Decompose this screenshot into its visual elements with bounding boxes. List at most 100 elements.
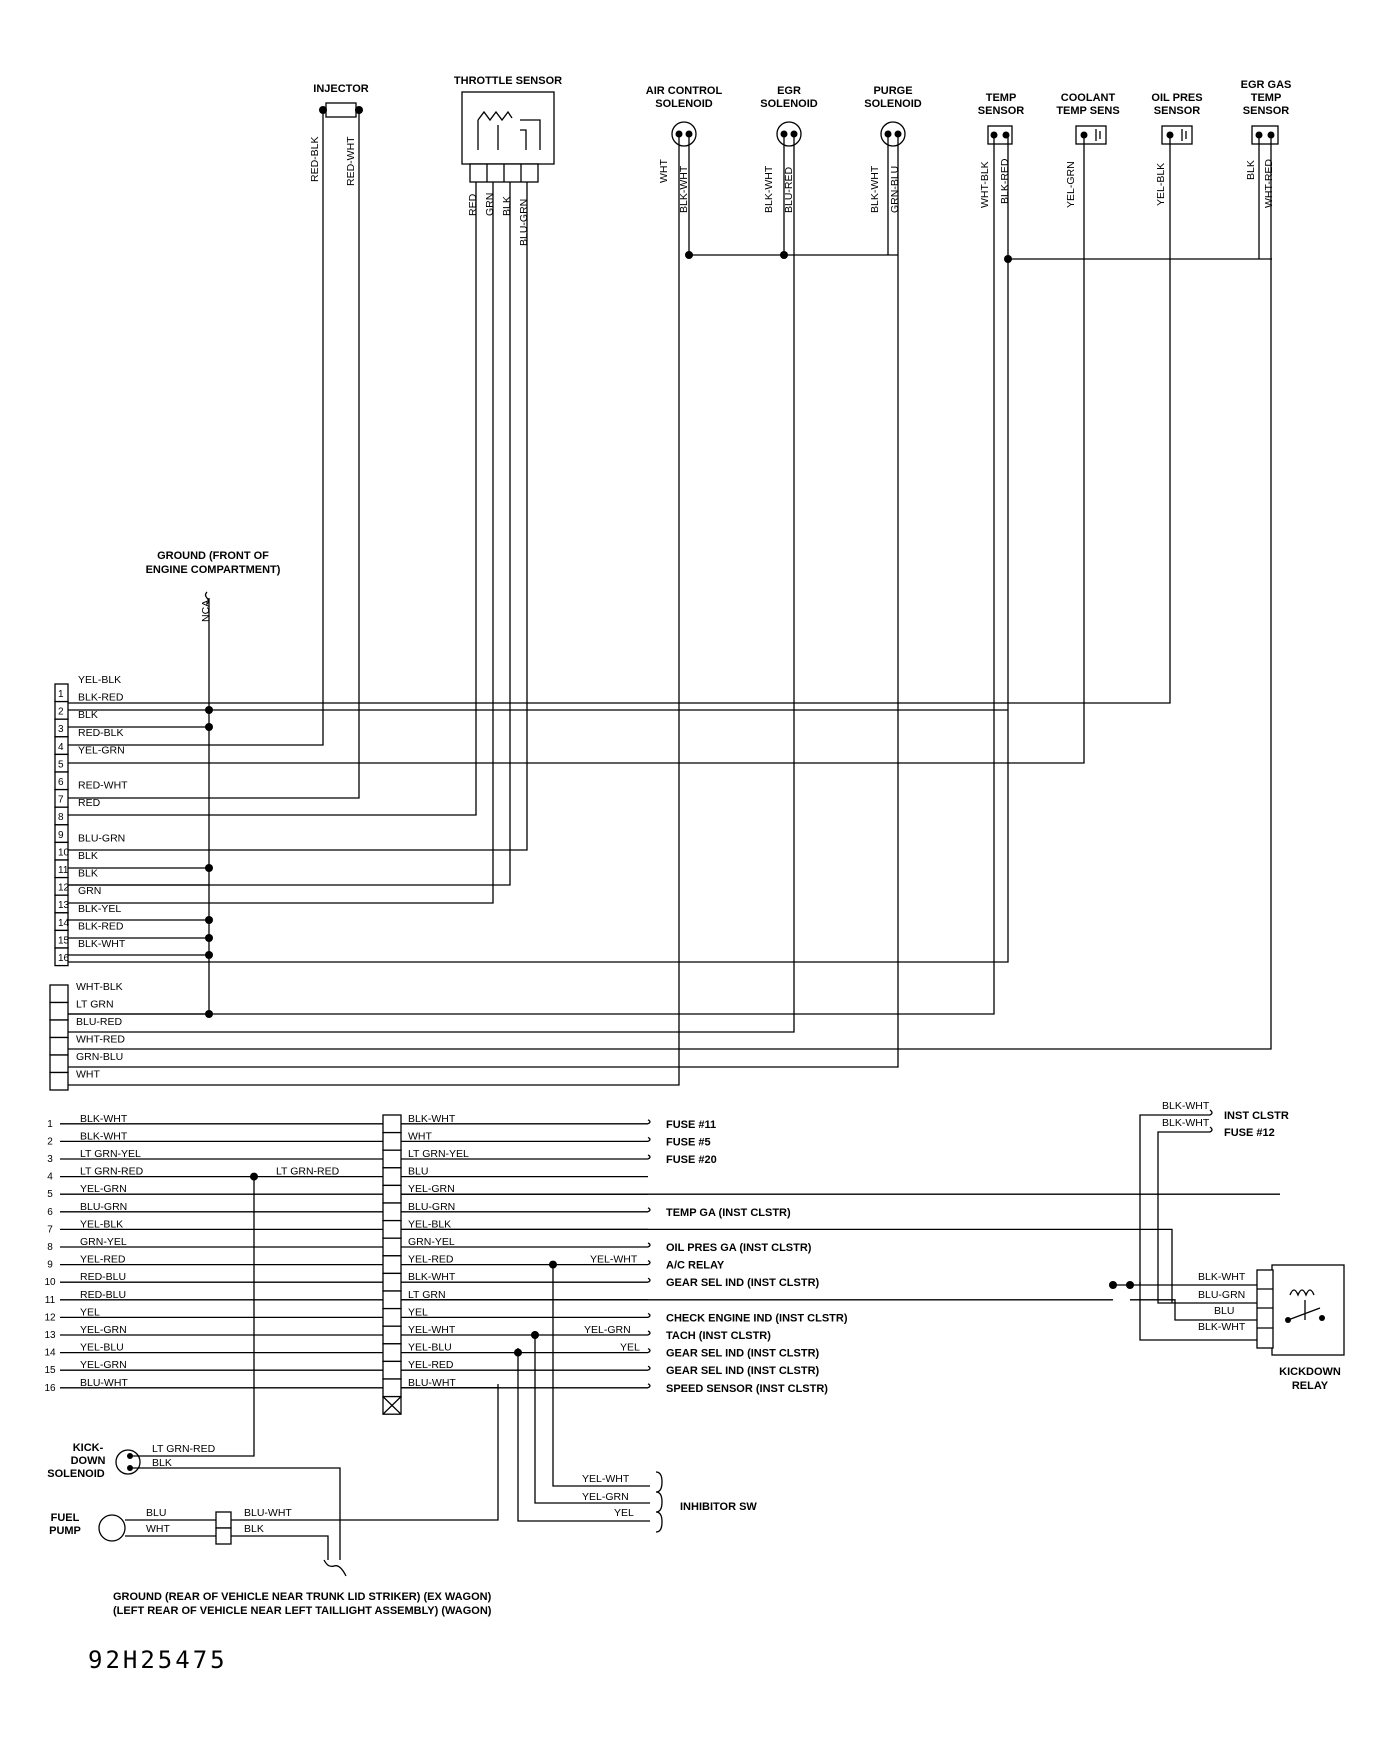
injector-label: INJECTOR	[313, 83, 368, 95]
pin-number: 15	[44, 1365, 56, 1376]
svg-text:BLU: BLU	[146, 1507, 166, 1519]
ground-bracket-icon	[323, 1559, 347, 1577]
wire-label: RED-BLU	[80, 1289, 126, 1301]
destination-label: FUSE #11	[666, 1119, 716, 1131]
cross-icon	[382, 1396, 402, 1415]
connector-bracket-icon	[647, 1207, 651, 1213]
wire-label: LT GRN-RED	[276, 1166, 340, 1178]
connector-c-cavity	[382, 1149, 402, 1169]
pin-number: 5	[58, 759, 64, 770]
ground-icon	[1181, 129, 1187, 141]
pin-number: 12	[58, 883, 70, 894]
relay-connector	[1256, 1269, 1274, 1349]
wire-label: YEL-WHT	[408, 1324, 456, 1336]
connector-bracket-icon	[647, 1348, 651, 1354]
wire-label: BLU-GRN	[78, 832, 125, 844]
ground-icon	[1095, 129, 1101, 141]
svg-text:GROUND (REAR OF VEHICLE NEAR T: GROUND (REAR OF VEHICLE NEAR TRUNK LID S…	[113, 1591, 492, 1603]
wire-label: BLU-GRN	[80, 1201, 127, 1213]
ground-icon	[204, 591, 210, 605]
wire-label: YEL-GRN	[80, 1183, 127, 1195]
svg-text:WHT-RED: WHT-RED	[1263, 159, 1275, 208]
egr-gas-temp-sensor: EGR GAS TEMP SENSOR	[1241, 79, 1292, 145]
destination-label: TACH (INST CLSTR)	[666, 1330, 771, 1342]
wire-label: WHT	[408, 1130, 432, 1142]
wire-label: WHT	[76, 1069, 100, 1081]
pin-number: 16	[44, 1383, 56, 1394]
svg-text:GROUND (FRONT OF: GROUND (FRONT OF	[157, 550, 269, 562]
connector-c-cavity	[382, 1202, 402, 1222]
wire	[1130, 1299, 1257, 1321]
connector-c-cavity	[382, 1114, 402, 1134]
temp-sensor: TEMP SENSOR	[978, 92, 1024, 145]
connector-bracket-icon	[647, 1119, 651, 1125]
pin-number: 2	[47, 1136, 53, 1147]
wire-label: BLK	[78, 868, 98, 880]
svg-text:RED-WHT: RED-WHT	[345, 136, 357, 186]
svg-text:ENGINE COMPARTMENT): ENGINE COMPARTMENT)	[146, 564, 281, 576]
wire-label: YEL-GRN	[408, 1183, 455, 1195]
svg-text:RELAY: RELAY	[1292, 1380, 1329, 1392]
ground-rear: GROUND (REAR OF VEHICLE NEAR TRUNK LID S…	[113, 1591, 492, 1617]
pin-number: 1	[58, 689, 64, 700]
svg-text:BLK: BLK	[501, 196, 513, 216]
connector-c-cavity	[382, 1307, 402, 1327]
wire-label: GRN	[78, 885, 101, 897]
fuel-pump: FUEL PUMP BLU WHT BLU-WHT BLK	[49, 1384, 499, 1577]
connector-bracket-icon	[647, 1242, 651, 1248]
connector-bracket-icon	[647, 1383, 651, 1389]
connector-c-cavity	[382, 1290, 402, 1310]
pin-number: 11	[45, 1295, 56, 1306]
pin-number: 13	[44, 1330, 56, 1341]
connector-bracket-icon	[647, 1136, 651, 1142]
svg-text:BLU: BLU	[1214, 1305, 1234, 1317]
svg-text:YEL-GRN: YEL-GRN	[1065, 161, 1077, 208]
svg-text:TEMP: TEMP	[986, 92, 1017, 104]
svg-text:EGR GAS: EGR GAS	[1241, 79, 1292, 91]
wire-label: YEL-WHT	[590, 1254, 638, 1266]
connector-a-cavity	[54, 947, 69, 967]
wire-label: BLK	[78, 850, 98, 862]
wire-label: BLK-WHT	[408, 1113, 456, 1125]
connector-bracket-icon	[647, 1312, 651, 1318]
destination-label: A/C RELAY	[666, 1260, 725, 1272]
wire-label: BLK-WHT	[78, 938, 126, 950]
svg-text:BLK-WHT: BLK-WHT	[1162, 1100, 1210, 1112]
wire-label: BLU-WHT	[80, 1377, 128, 1389]
kickdown-relay: KICKDOWN RELAY BLK-WHT INST CLSTR BLK-WH…	[1109, 1100, 1345, 1392]
air-control-solenoid: AIR CONTROL SOLENOID	[646, 85, 722, 147]
wire-label: YEL-RED	[408, 1359, 454, 1371]
svg-text:WHT: WHT	[658, 159, 670, 183]
pin-number: 9	[47, 1260, 53, 1271]
svg-text:SENSOR: SENSOR	[1154, 105, 1201, 117]
wire-label: YEL-GRN	[80, 1359, 127, 1371]
connector-bracket-icon	[647, 1330, 651, 1336]
pin-number: 3	[58, 724, 64, 735]
pin-number: 4	[47, 1172, 53, 1183]
connector-c-cavity	[382, 1343, 402, 1363]
connector-b-cavity	[49, 1071, 69, 1091]
wire-label: GRN-YEL	[408, 1236, 455, 1248]
connector-c-cavity	[382, 1131, 402, 1151]
svg-text:YEL: YEL	[614, 1507, 634, 1519]
coil-icon	[1289, 1289, 1315, 1297]
wire-label: YEL	[408, 1306, 428, 1318]
connector-b-cavity	[49, 1001, 69, 1021]
wire-label: WHT-RED	[76, 1034, 125, 1046]
svg-text:BLU-GRN: BLU-GRN	[518, 199, 530, 246]
destination-label: FUSE #5	[666, 1136, 711, 1148]
wire-label: YEL-GRN	[78, 744, 125, 756]
connector-a: 1YEL-BLK2BLK-RED3BLK4RED-BLK5YEL-GRN67RE…	[54, 674, 128, 967]
wire-label: BLU-RED	[76, 1016, 123, 1028]
pin-number: 5	[47, 1189, 53, 1200]
throttle-sensor-label: THROTTLE SENSOR	[454, 75, 562, 87]
purge-solenoid: PURGE SOLENOID	[864, 85, 922, 147]
svg-text:KICKDOWN: KICKDOWN	[1279, 1366, 1341, 1378]
svg-text:BLK: BLK	[244, 1523, 264, 1535]
pin-number: 15	[58, 935, 70, 946]
relay-body	[1271, 1264, 1345, 1356]
svg-text:INHIBITOR SW: INHIBITOR SW	[680, 1501, 757, 1513]
wire-label: YEL-GRN	[80, 1324, 127, 1336]
connector-b-cavity	[49, 1019, 69, 1039]
